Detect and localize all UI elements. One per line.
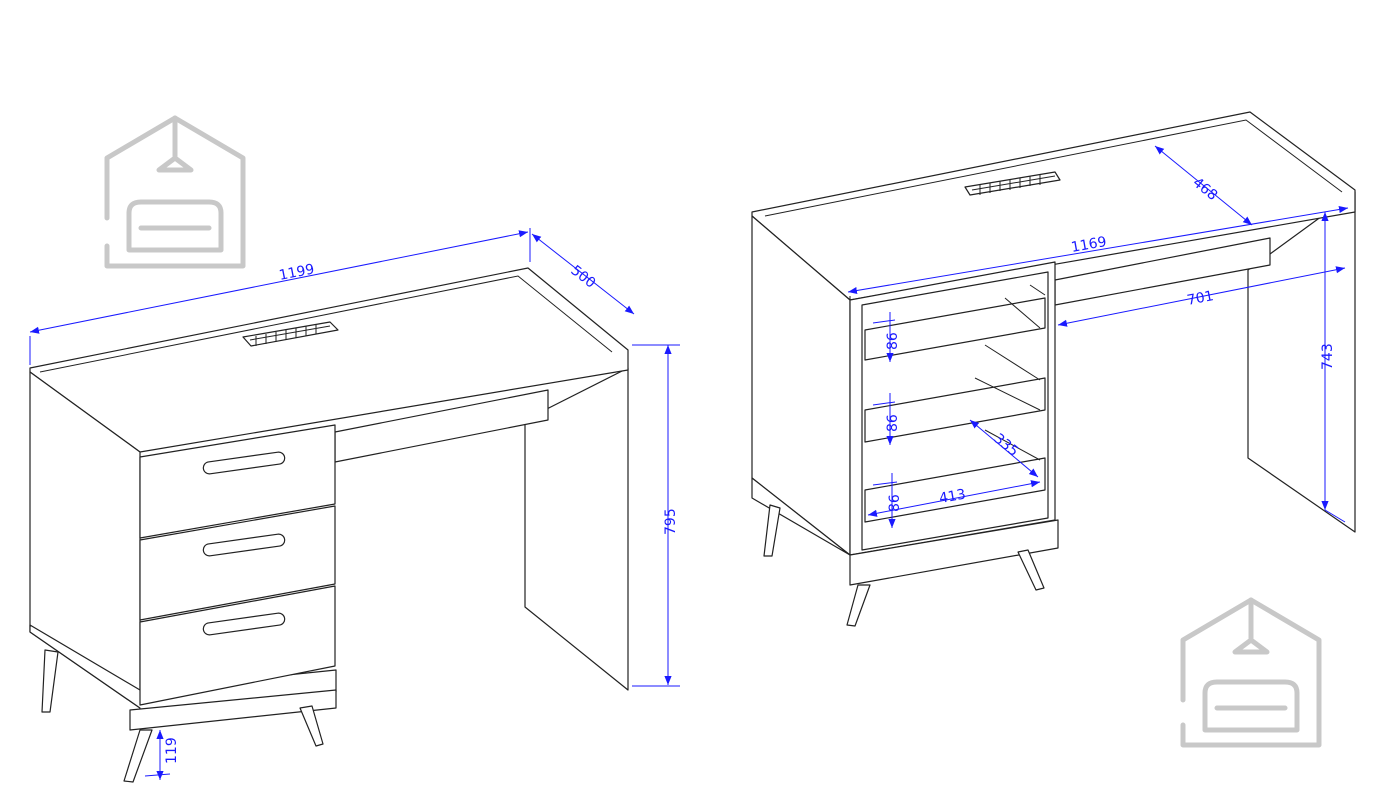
plinth: [751, 477, 1059, 586]
dim-drawer-width: 413: [938, 487, 967, 507]
leg: [1017, 549, 1045, 591]
leg: [41, 649, 59, 713]
desk-rear-open-view: [751, 111, 1356, 627]
dim-knee-height: 743: [1320, 343, 1336, 370]
dim-drawer-height-2: 86: [885, 414, 901, 432]
drawer-box-2: [864, 377, 1046, 443]
dim-knee-width: 701: [1186, 288, 1215, 309]
leg: [299, 705, 324, 747]
dim-leg-height: 119: [164, 737, 180, 764]
drawer-2: [139, 505, 336, 621]
drawer-3: [139, 585, 336, 706]
right-dimensions: 1169 468 701 743 86 86 86 413 335: [847, 145, 1349, 528]
dim-height: 795: [663, 508, 679, 535]
brand-logo-bottom-right: [1180, 597, 1322, 748]
right-side-panel: [524, 367, 629, 691]
drawer-handle: [202, 612, 286, 636]
drawer-box-1: [864, 297, 1046, 361]
dim-inner-width: 1169: [1070, 234, 1108, 256]
desk-front-view: [29, 267, 629, 783]
drawer-handle: [202, 533, 286, 557]
plinth: [129, 689, 337, 731]
leg: [763, 504, 781, 557]
brand-logo-top-left: [104, 115, 246, 269]
left-dimensions: 1199 500 795 119: [29, 228, 680, 780]
drawer-handle: [202, 451, 286, 475]
dim-depth: 500: [568, 263, 599, 292]
leg: [123, 729, 153, 783]
leg: [846, 584, 871, 627]
drawer-1: [139, 424, 336, 539]
dim-width: 1199: [278, 261, 316, 284]
dim-drawer-height-1: 86: [885, 332, 901, 350]
